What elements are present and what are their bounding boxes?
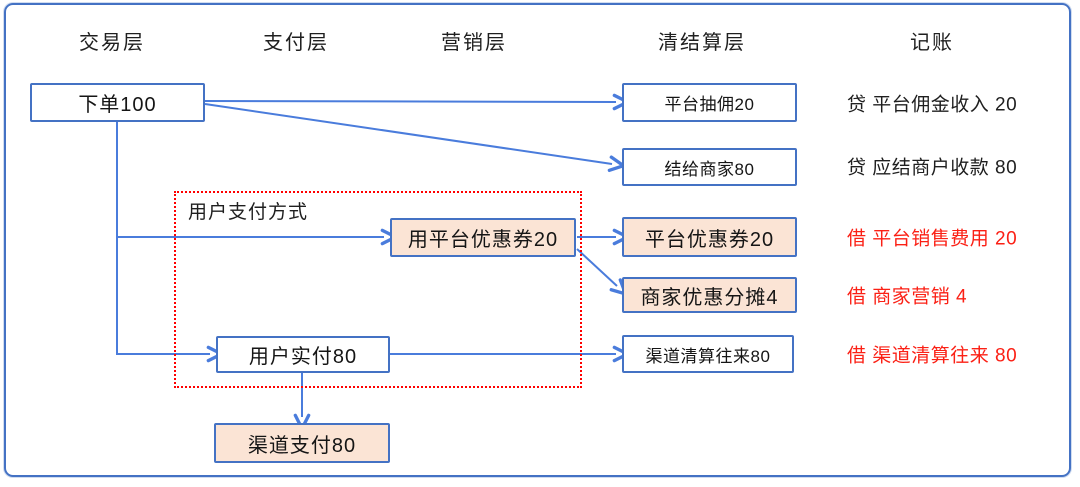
node-channel-clearing: 渠道清算往来80 (622, 335, 794, 373)
column-header-payment-layer: 支付层 (263, 32, 329, 54)
node-user-actual-pay: 用户实付80 (216, 336, 390, 373)
node-merchant-discount-share: 商家优惠分摊4 (622, 277, 797, 313)
ledger-entry-debit-platform-sales-expense: 借 平台销售费用 20 (847, 228, 1018, 250)
column-header-bookkeeping: 记账 (910, 32, 954, 54)
user-payment-method-label: 用户支付方式 (188, 202, 309, 223)
node-order-label: 下单100 (78, 94, 157, 116)
ledger-entry-debit-merchant-marketing: 借 商家营销 4 (847, 286, 968, 308)
ledger-entry-credit-platform-commission-income: 贷 平台佣金收入 20 (847, 94, 1018, 116)
node-settle-merchant: 结给商家80 (622, 148, 797, 186)
outer-frame (4, 3, 1071, 477)
node-platform-commission-label: 平台抽佣20 (664, 95, 755, 114)
node-settle-merchant-label: 结给商家80 (664, 159, 755, 179)
node-use-platform-coupon-label: 用平台优惠券20 (407, 229, 559, 251)
node-merchant-discount-share-label: 商家优惠分摊4 (640, 286, 779, 309)
node-platform-coupon-label: 平台优惠券20 (644, 228, 775, 251)
column-header-transaction-layer: 交易层 (79, 32, 145, 54)
ledger-entry-debit-channel-clearing: 借 渠道清算往来 80 (847, 345, 1018, 367)
node-platform-coupon: 平台优惠券20 (622, 217, 797, 257)
column-header-clearing-settlement-layer: 清结算层 (658, 32, 746, 54)
node-channel-pay: 渠道支付80 (214, 423, 390, 463)
column-header-marketing-layer: 营销层 (441, 32, 507, 54)
ledger-entry-credit-merchant-receivable: 贷 应结商户收款 80 (847, 157, 1018, 179)
node-platform-commission: 平台抽佣20 (622, 83, 797, 122)
user-payment-method-group (174, 191, 582, 388)
node-channel-clearing-label: 渠道清算往来80 (645, 346, 771, 366)
node-order: 下单100 (30, 83, 205, 122)
node-user-actual-pay-label: 用户实付80 (248, 346, 358, 368)
node-channel-pay-label: 渠道支付80 (247, 434, 357, 457)
node-use-platform-coupon: 用平台优惠券20 (390, 218, 576, 257)
